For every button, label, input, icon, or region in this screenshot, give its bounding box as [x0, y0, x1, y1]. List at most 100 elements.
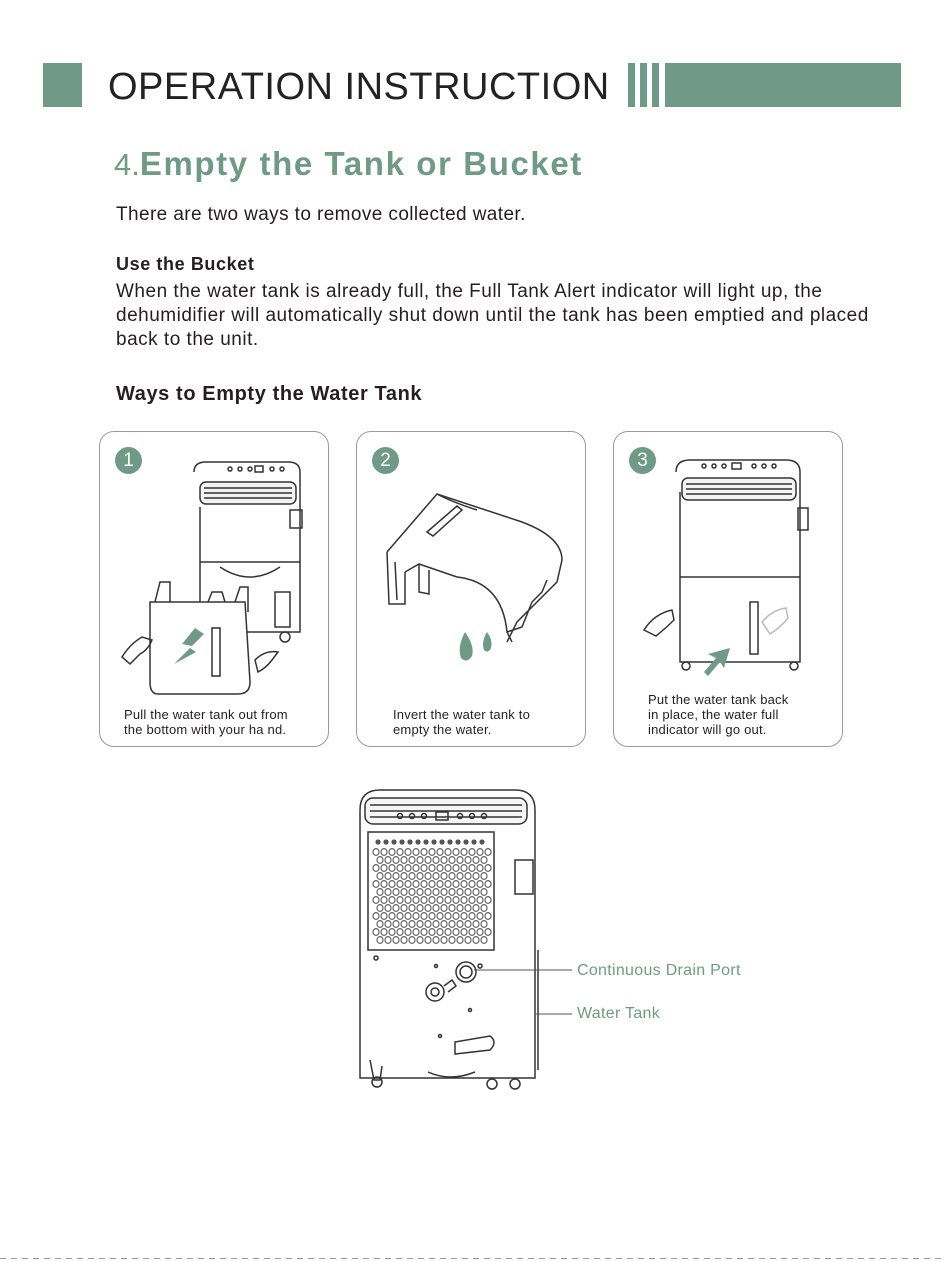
- grille-hole: [468, 847, 476, 856]
- grille-hole: [408, 936, 416, 945]
- grille-hole: [452, 879, 460, 888]
- grille-hole: [452, 928, 460, 937]
- grille-hole: [420, 863, 428, 872]
- grille-hole: [452, 895, 460, 904]
- use-bucket-text: When the water tank is already full, the…: [116, 281, 869, 350]
- grille-hole: [480, 871, 488, 880]
- grille-hole: [464, 871, 472, 880]
- grille-hole: [484, 847, 492, 856]
- grille-hole: [480, 887, 488, 896]
- grille-hole: [464, 920, 472, 929]
- grille-hole: [444, 879, 452, 888]
- grille-hole: [412, 912, 420, 921]
- grille-hole: [428, 863, 436, 872]
- grille-hole: [384, 920, 392, 929]
- grille-hole: [468, 928, 476, 937]
- grille-hole: [388, 928, 396, 937]
- grille-hole: [396, 863, 404, 872]
- grille-hole: [440, 920, 448, 929]
- grille-hole: [472, 855, 480, 864]
- grille-hole: [376, 936, 384, 945]
- grille-hole: [432, 936, 440, 945]
- grille-hole: [404, 863, 412, 872]
- grille-hole: [464, 903, 472, 912]
- grille-hole: [484, 863, 492, 872]
- grille-hole: [484, 879, 492, 888]
- grille-hole: [400, 887, 408, 896]
- grille-hole: [412, 895, 420, 904]
- grille-hole: [452, 847, 460, 856]
- grille-hole: [412, 847, 420, 856]
- grille-hole: [452, 863, 460, 872]
- grille-hole: [424, 936, 432, 945]
- grille-hole: [472, 887, 480, 896]
- grille-hole: [400, 903, 408, 912]
- drain-port-label: Continuous Drain Port: [577, 962, 741, 979]
- bottom-dashed-rule: [0, 1258, 946, 1259]
- ways-heading: Ways to Empty the Water Tank: [116, 383, 423, 405]
- step-card-1: 1 Pull the water tank out from the botto…: [99, 431, 329, 747]
- grille-hole: [416, 920, 424, 929]
- grille-hole: [440, 855, 448, 864]
- step-1-illustration: [121, 461, 303, 695]
- grille-hole: [404, 912, 412, 921]
- grille-hole: [468, 895, 476, 904]
- grille-hole: [380, 928, 388, 937]
- grille-hole: [484, 928, 492, 937]
- step-3-illustration: [642, 459, 809, 676]
- grille-hole: [432, 871, 440, 880]
- grille-hole: [448, 887, 456, 896]
- grille-hole: [460, 895, 468, 904]
- grille-hole: [456, 936, 464, 945]
- grille-hole: [384, 887, 392, 896]
- grille-hole: [444, 912, 452, 921]
- grille-hole: [392, 855, 400, 864]
- grille-hole: [380, 895, 388, 904]
- grille-hole: [468, 879, 476, 888]
- grille-hole: [476, 912, 484, 921]
- grille-hole: [472, 920, 480, 929]
- grille-hole: [412, 928, 420, 937]
- grille-hole: [420, 879, 428, 888]
- header-square-decor: [43, 63, 82, 107]
- step-badge-3: 3: [629, 447, 656, 474]
- use-bucket-heading: Use the Bucket: [116, 254, 255, 274]
- grille-hole: [384, 903, 392, 912]
- grille-hole: [424, 920, 432, 929]
- grille-hole: [444, 847, 452, 856]
- grille-hole: [476, 847, 484, 856]
- grille-hole: [412, 863, 420, 872]
- grille-hole: [456, 887, 464, 896]
- grille-hole: [388, 847, 396, 856]
- grille-hole: [428, 847, 436, 856]
- step-badge-1: 1: [115, 447, 142, 474]
- grille-hole: [392, 903, 400, 912]
- grille-hole: [384, 936, 392, 945]
- step-card-3: 3 Put the water tank back in place, the …: [613, 431, 843, 747]
- grille-hole: [392, 936, 400, 945]
- grille-hole: [440, 887, 448, 896]
- grille-hole: [396, 847, 404, 856]
- grille-hole: [440, 871, 448, 880]
- grille-hole: [444, 928, 452, 937]
- grille-hole: [376, 871, 384, 880]
- grille-hole: [384, 855, 392, 864]
- grille-hole: [400, 855, 408, 864]
- grille-hole: [424, 855, 432, 864]
- grille-hole: [432, 855, 440, 864]
- grille-hole: [424, 903, 432, 912]
- grille-hole: [376, 887, 384, 896]
- grille-hole: [412, 879, 420, 888]
- grille-hole: [436, 847, 444, 856]
- grille-hole: [380, 912, 388, 921]
- grille-hole: [480, 903, 488, 912]
- grille-hole: [436, 879, 444, 888]
- grille-hole: [444, 895, 452, 904]
- grille-hole: [456, 871, 464, 880]
- grille-hole: [392, 887, 400, 896]
- grille-hole: [480, 920, 488, 929]
- grille-hole: [456, 920, 464, 929]
- grille-hole: [376, 920, 384, 929]
- grille-hole: [416, 936, 424, 945]
- grille-hole: [392, 920, 400, 929]
